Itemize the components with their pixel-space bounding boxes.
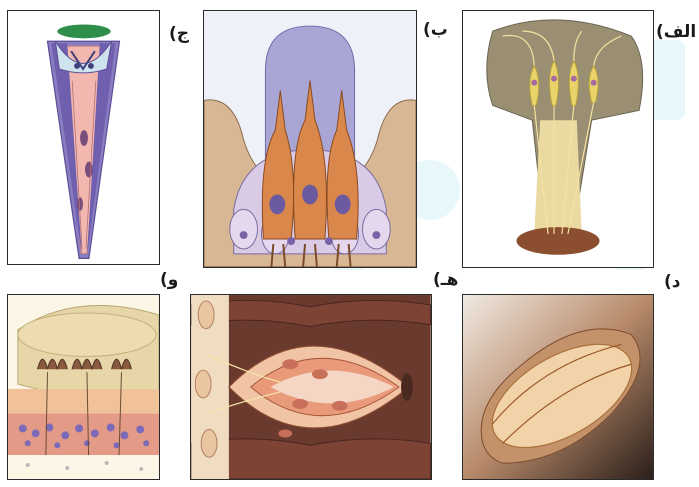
panel-d-illustration <box>463 295 653 479</box>
panel-e-illustration <box>191 295 431 479</box>
label-e: هـ) <box>433 270 458 290</box>
label-c: ج) <box>169 24 189 44</box>
panel-f <box>7 294 160 480</box>
label-d: د) <box>664 272 681 292</box>
panel-c <box>7 10 160 265</box>
panel-b <box>203 10 417 268</box>
panel-f-illustration <box>8 295 159 479</box>
panel-c-illustration <box>8 11 159 264</box>
label-a: الف) <box>656 22 696 42</box>
panel-e <box>190 294 432 480</box>
label-b: ب) <box>423 20 448 40</box>
panel-d <box>462 294 654 480</box>
panel-b-illustration <box>204 11 416 267</box>
label-f: و) <box>160 270 178 290</box>
panel-a <box>462 10 654 268</box>
panel-a-illustration <box>463 11 653 267</box>
